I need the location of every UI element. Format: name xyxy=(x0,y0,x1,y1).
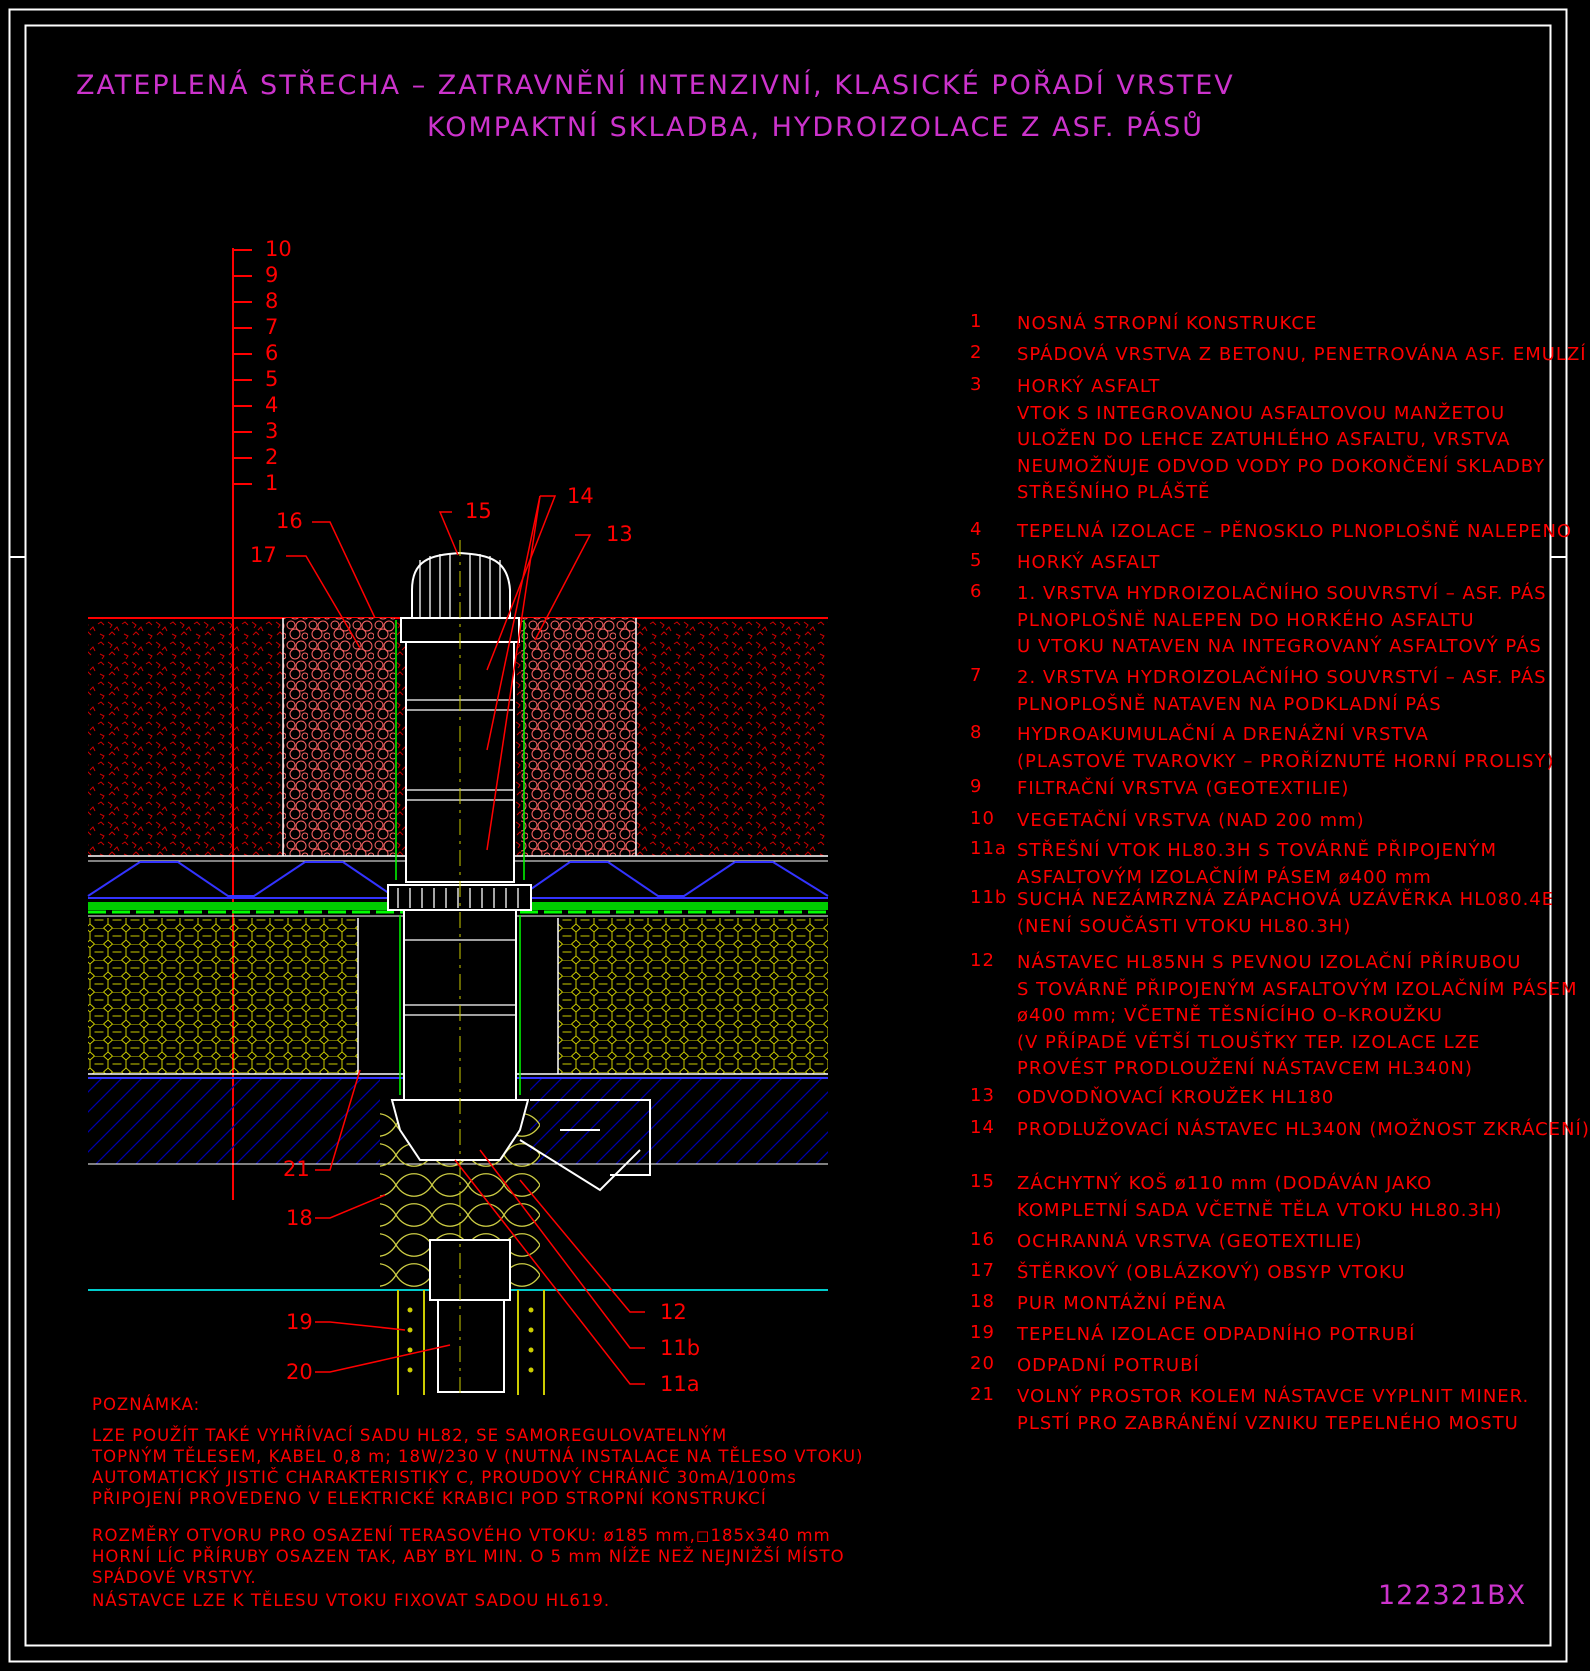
callout-21: 21 xyxy=(283,1157,310,1181)
legend-text: SPÁDOVÁ VRSTVA Z BETONU, PENETROVÁNA ASF… xyxy=(1017,344,1587,365)
legend-text: FILTRAČNÍ VRSTVA (GEOTEXTILIE) xyxy=(1017,778,1350,799)
legend-text: NOSNÁ STROPNÍ KONSTRUKCE xyxy=(1017,313,1318,334)
scale-label-6: 6 xyxy=(265,341,279,365)
callout-16: 16 xyxy=(276,509,303,533)
legend-text: HORKÝ ASFALT VTOK S INTEGROVANOU ASFALTO… xyxy=(1017,376,1546,503)
scale-label-8: 8 xyxy=(265,289,279,313)
callout-17: 17 xyxy=(250,543,277,567)
legend-text: TEPELNÁ IZOLACE ODPADNÍHO POTRUBÍ xyxy=(1017,1324,1416,1345)
legend-text: PRODLUŽOVACÍ NÁSTAVEC HL340N (MOŽNOST ZK… xyxy=(1017,1119,1590,1140)
legend-text: ODVODŇOVACÍ KROUŽEK HL180 xyxy=(1017,1087,1335,1108)
legend-number: 17 xyxy=(970,1260,995,1281)
legend-number: 10 xyxy=(970,808,995,829)
legend-number: 16 xyxy=(970,1229,995,1250)
scale-label-5: 5 xyxy=(265,367,279,391)
scale-label-3: 3 xyxy=(265,419,279,443)
callout-20: 20 xyxy=(286,1360,313,1384)
legend-number: 3 xyxy=(970,374,983,395)
legend-text: HORKÝ ASFALT xyxy=(1017,552,1161,573)
legend-number: 15 xyxy=(970,1171,995,1192)
callout-11b: 11b xyxy=(660,1336,701,1360)
legend-number: 12 xyxy=(970,950,995,971)
legend-text: TEPELNÁ IZOLACE – PĚNOSKLO PLNOPLOŠNĚ NA… xyxy=(1017,521,1573,542)
legend-number: 20 xyxy=(970,1353,995,1374)
legend-number: 1 xyxy=(970,311,983,332)
legend-text: OCHRANNÁ VRSTVA (GEOTEXTILIE) xyxy=(1017,1231,1363,1252)
legend-text: 2. VRSTVA HYDROIZOLAČNÍHO SOUVRSTVÍ – AS… xyxy=(1017,667,1547,715)
callout-13: 13 xyxy=(606,522,633,546)
scale-label-1: 1 xyxy=(265,471,279,495)
callout-18: 18 xyxy=(286,1206,313,1230)
legend-text: ZÁCHYTNÝ KOŠ ø110 mm (DODÁVÁN JAKO KOMPL… xyxy=(1017,1173,1503,1221)
legend-number: 7 xyxy=(970,665,983,686)
legend-text: PUR MONTÁŽNÍ PĚNA xyxy=(1017,1293,1227,1314)
legend-number: 18 xyxy=(970,1291,995,1312)
legend-number: 8 xyxy=(970,722,983,743)
legend-text: VOLNÝ PROSTOR KOLEM NÁSTAVCE VYPLNIT MIN… xyxy=(1017,1386,1530,1434)
callout-19: 19 xyxy=(286,1310,313,1334)
scale-label-7: 7 xyxy=(265,315,279,339)
legend-text: SUCHÁ NEZÁMRZNÁ ZÁPACHOVÁ UZÁVĚRKA HL080… xyxy=(1017,889,1555,937)
legend-text: VEGETAČNÍ VRSTVA (NAD 200 mm) xyxy=(1017,810,1365,831)
callout-11a: 11a xyxy=(660,1372,700,1396)
callout-15: 15 xyxy=(465,499,492,523)
note-paragraph-2: ROZMĚRY OTVORU PRO OSAZENÍ TERASOVÉHO VT… xyxy=(92,1526,845,1587)
legend-number: 13 xyxy=(970,1085,995,1106)
scale-label-4: 4 xyxy=(265,393,279,417)
legend-number: 11b xyxy=(970,887,1008,908)
legend-text: STŘEŠNÍ VTOK HL80.3H S TOVÁRNĚ PŘIPOJENÝ… xyxy=(1017,840,1498,888)
scale-label-2: 2 xyxy=(265,445,279,469)
legend-number: 19 xyxy=(970,1322,995,1343)
note-paragraph-1: LZE POUŽÍT TAKÉ VYHŘÍVACÍ SADU HL82, SE … xyxy=(92,1426,864,1508)
note-paragraph-3: NÁSTAVCE LZE K TĚLESU VTOKU FIXOVAT SADO… xyxy=(92,1591,611,1610)
legend-text: ŠTĚRKOVÝ (OBLÁZKOVÝ) OBSYP VTOKU xyxy=(1017,1262,1406,1283)
legend-text: NÁSTAVEC HL85NH S PEVNOU IZOLAČNÍ PŘÍRUB… xyxy=(1017,952,1578,1079)
callout-12: 12 xyxy=(660,1300,687,1324)
legend-number: 21 xyxy=(970,1384,995,1405)
scale-label-9: 9 xyxy=(265,263,279,287)
title-line-2: KOMPAKTNÍ SKLADBA, HYDROIZOLACE Z ASF. P… xyxy=(427,112,1205,143)
drawing-code: 122321BX xyxy=(1378,1580,1527,1611)
title-line-1: ZATEPLENÁ STŘECHA – ZATRAVNĚNÍ INTENZIVN… xyxy=(76,70,1235,101)
legend-number: 14 xyxy=(970,1117,995,1138)
legend-number: 11a xyxy=(970,838,1007,859)
legend-number: 4 xyxy=(970,519,983,540)
legend-number: 9 xyxy=(970,776,983,797)
callout-14: 14 xyxy=(567,484,594,508)
legend-text: HYDROAKUMULAČNÍ A DRENÁŽNÍ VRSTVA (PLAST… xyxy=(1017,724,1555,772)
note-heading: POZNÁMKA: xyxy=(92,1395,201,1414)
legend-text: 1. VRSTVA HYDROIZOLAČNÍHO SOUVRSTVÍ – AS… xyxy=(1017,583,1547,657)
legend-text: ODPADNÍ POTRUBÍ xyxy=(1017,1355,1200,1376)
legend-number: 2 xyxy=(970,342,983,363)
scale-label-10: 10 xyxy=(265,237,292,261)
legend-number: 5 xyxy=(970,550,983,571)
legend-number: 6 xyxy=(970,581,983,602)
